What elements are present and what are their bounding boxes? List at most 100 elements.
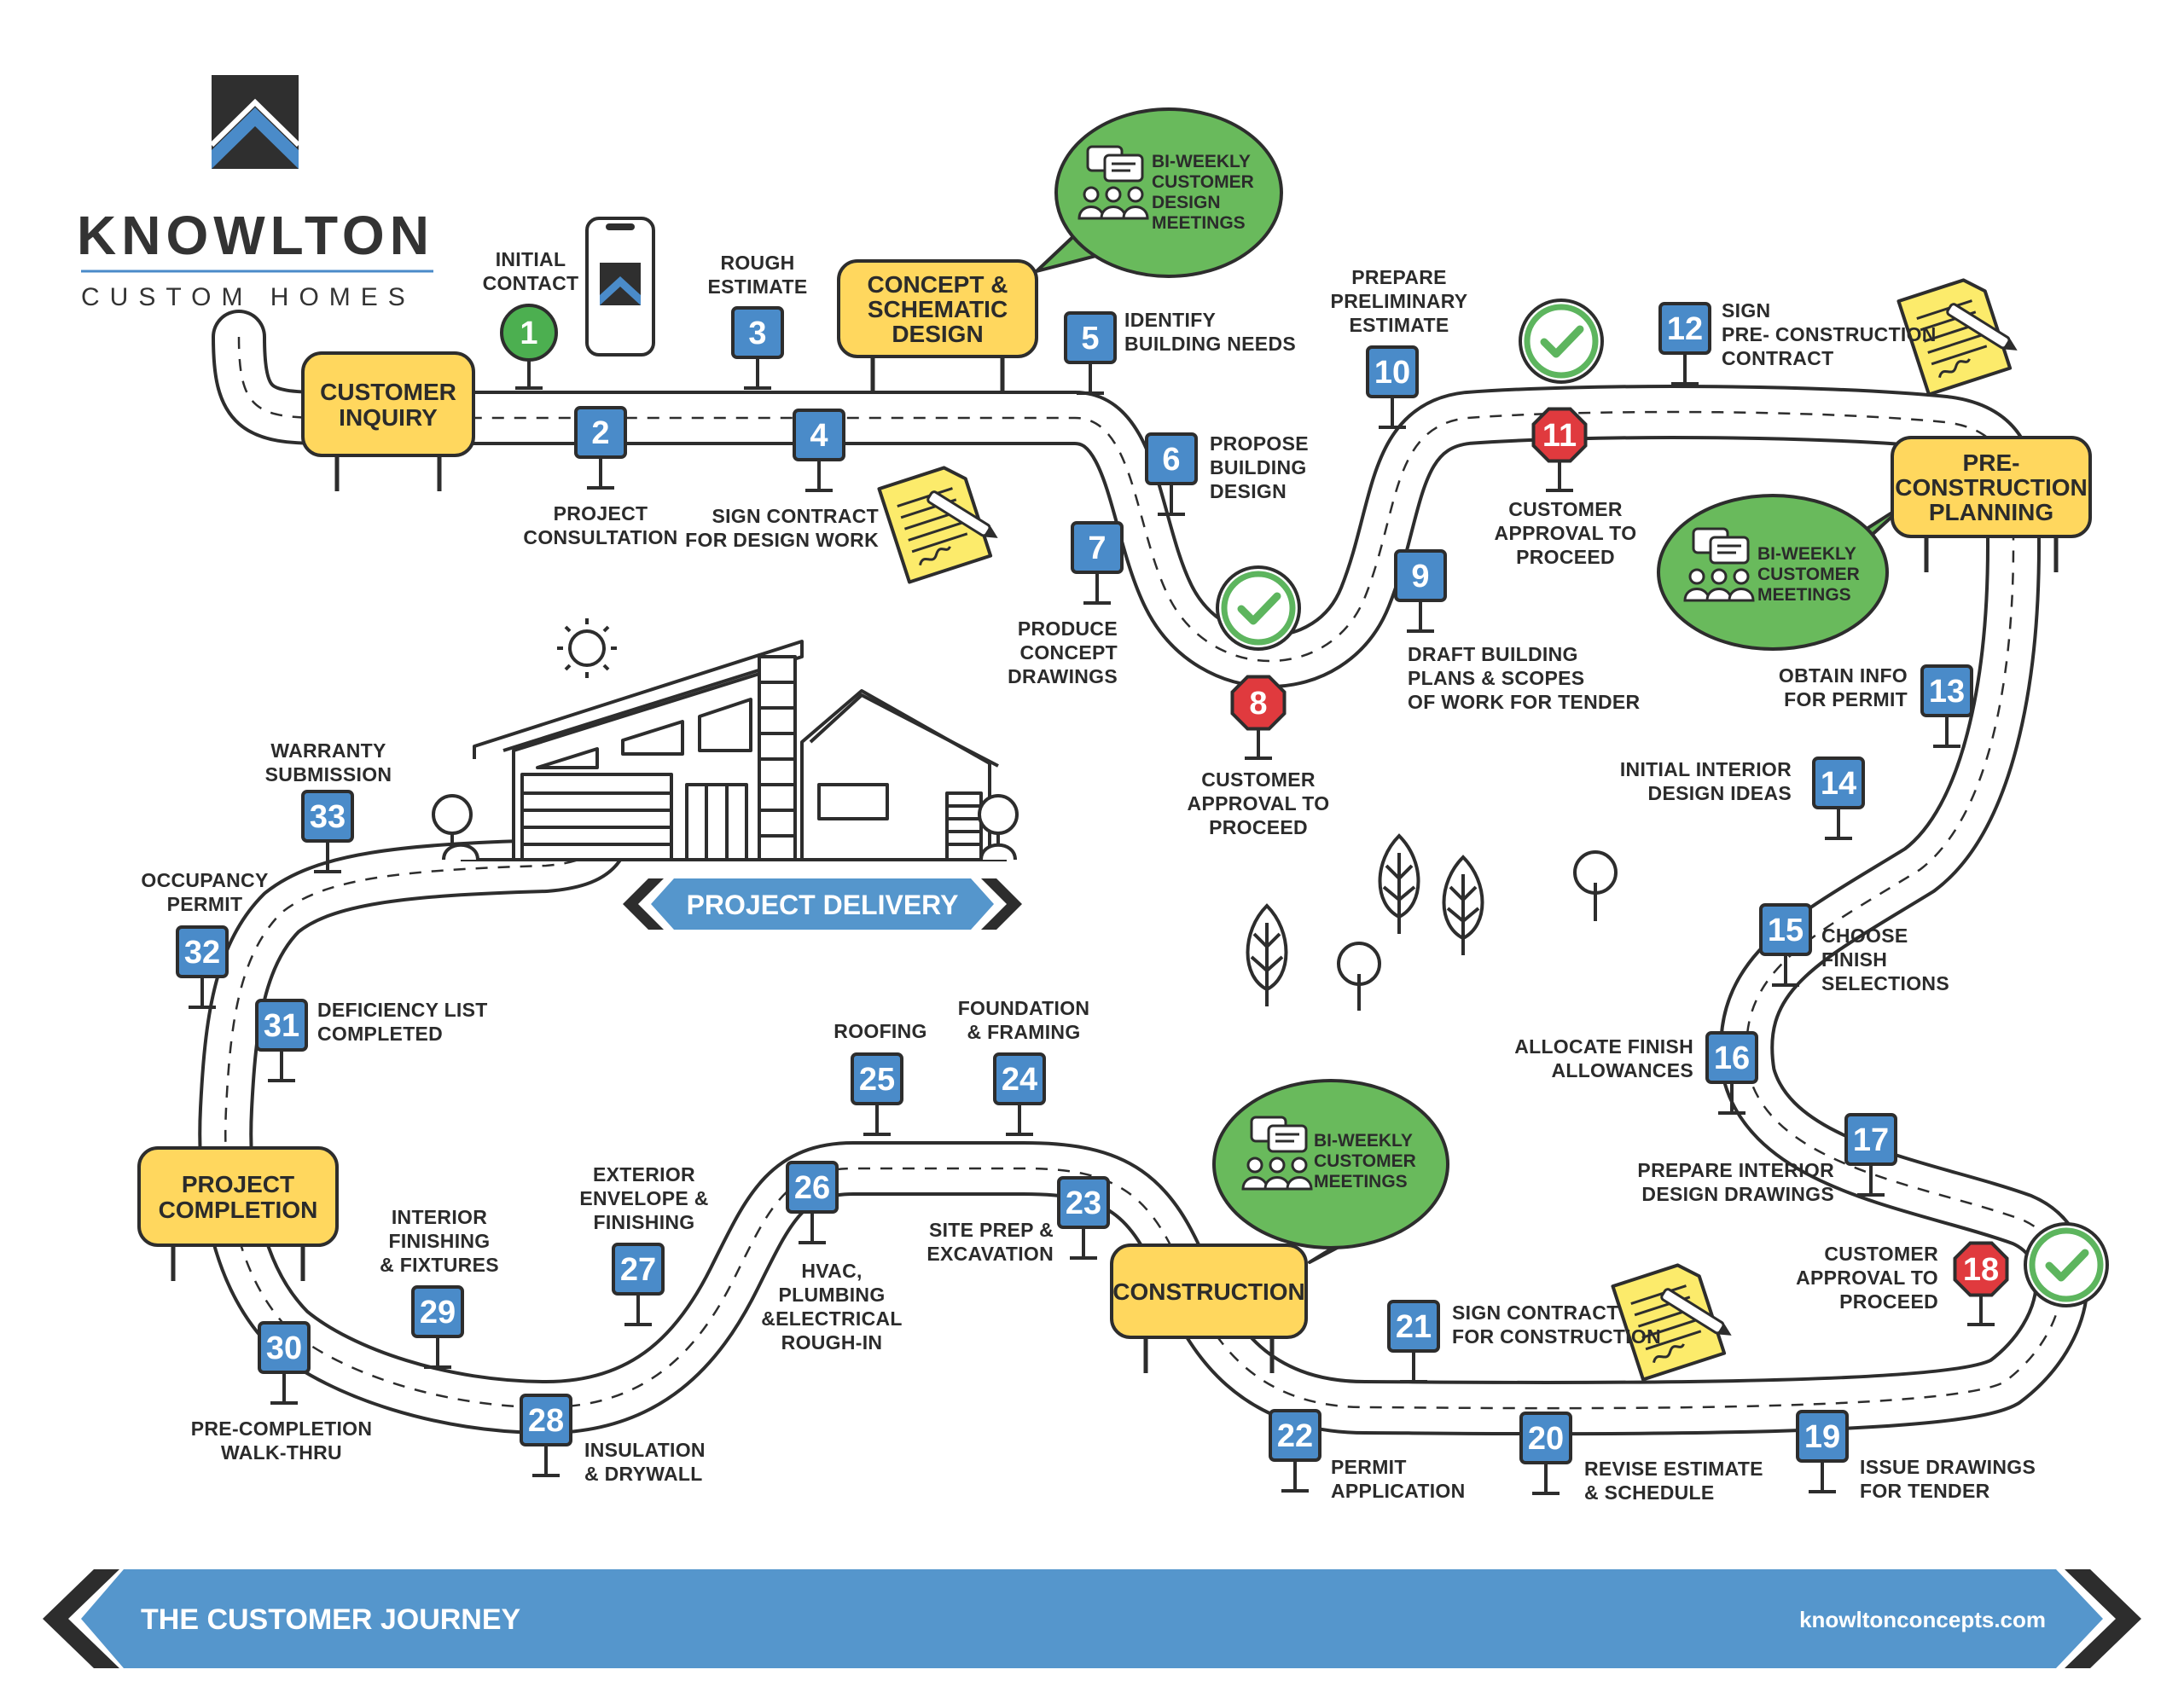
brand-name: KNOWLTON xyxy=(77,205,434,266)
step-number: 10 xyxy=(1374,355,1410,391)
house-wing-wall xyxy=(800,689,991,861)
step-number: 30 xyxy=(266,1330,302,1366)
house-window-2 xyxy=(621,720,684,756)
step-marker-square xyxy=(1071,521,1124,574)
step-label: INITIAL xyxy=(496,248,566,270)
delivery-left-chevron xyxy=(623,878,664,930)
documents xyxy=(877,278,2018,1382)
stage-label: DESIGN xyxy=(892,321,983,347)
step-label: CUSTOMER xyxy=(1824,1243,1938,1265)
step-label: PRODUCE xyxy=(1018,617,1118,640)
step-label: PROCEED xyxy=(1516,546,1615,568)
step-marker-square xyxy=(851,1052,903,1105)
step-number: 18 xyxy=(1963,1252,1999,1288)
step-label: ESTIMATE xyxy=(1350,314,1449,336)
bubble-label: MEETINGS xyxy=(1152,213,1246,233)
house-illustration xyxy=(432,618,1019,861)
step-marker-square xyxy=(1394,549,1447,602)
step-marker-square xyxy=(1269,1409,1321,1462)
stage-label: CONSTRUCTION xyxy=(1112,1278,1305,1305)
step-label: IDENTIFY xyxy=(1124,309,1216,331)
delivery-label: PROJECT DELIVERY xyxy=(687,890,959,920)
step-label: ROUGH xyxy=(720,252,794,274)
step-label: CUSTOMER xyxy=(1201,768,1316,791)
step-number: 29 xyxy=(420,1295,456,1330)
step-marker-square xyxy=(411,1285,464,1338)
step-label: BUILDING xyxy=(1210,456,1307,478)
step-marker-square xyxy=(1812,757,1865,809)
step-label: EXTERIOR xyxy=(593,1163,695,1186)
step-label: FINISH xyxy=(1821,948,1887,971)
step-label: OCCUPANCY xyxy=(141,869,268,891)
contract-document-icon xyxy=(1611,1263,1732,1382)
step-label: & SCHEDULE xyxy=(1584,1481,1715,1504)
step-marker-square xyxy=(1658,302,1711,355)
step-marker-square xyxy=(258,1321,311,1374)
stage-sign-board xyxy=(301,351,475,457)
stage-label: PRE- xyxy=(1963,449,2020,476)
step-number: 22 xyxy=(1277,1418,1313,1454)
step-number: 15 xyxy=(1768,913,1804,948)
step-label: DESIGN IDEAS xyxy=(1648,782,1792,804)
step-marker-square xyxy=(1796,1410,1849,1463)
step-label: INSULATION xyxy=(584,1439,706,1461)
step-label: DRAWINGS xyxy=(1008,665,1118,687)
step-label: APPROVAL TO xyxy=(1188,792,1330,815)
step-label: PERMIT xyxy=(1331,1456,1407,1478)
step-number: 16 xyxy=(1714,1041,1750,1076)
meeting-people-icon xyxy=(1241,1116,1313,1191)
stop-sign-marker xyxy=(1953,1241,2009,1297)
step-label: CONSULTATION xyxy=(523,526,677,548)
step-label: INITIAL INTERIOR xyxy=(1620,758,1792,780)
step-number: 9 xyxy=(1411,559,1429,594)
house-window-1 xyxy=(536,747,599,769)
round-tree-icon xyxy=(1573,850,1618,921)
pine-tree-icon xyxy=(1246,903,1288,1006)
step-number: 25 xyxy=(859,1062,895,1098)
step-marker-circle xyxy=(500,304,558,362)
step-label: PROCEED xyxy=(1839,1290,1938,1313)
step-label: SIGN CONTRACT xyxy=(712,505,879,527)
step-label: OF WORK FOR TENDER xyxy=(1408,691,1641,713)
stage-label: CONSTRUCTION xyxy=(1895,474,2088,501)
step-number: 3 xyxy=(748,316,766,351)
step-label: PRELIMINARY xyxy=(1331,290,1468,312)
step-number: 4 xyxy=(810,418,828,454)
step-label: ALLOCATE FINISH xyxy=(1514,1035,1693,1058)
sun-icon xyxy=(557,618,617,678)
meeting-bubbles: BI-WEEKLYCUSTOMERDESIGNMEETINGSBI-WEEKLY… xyxy=(1035,107,1908,1264)
step-number: 26 xyxy=(794,1170,830,1206)
approval-checks xyxy=(1216,299,2109,1307)
footer-title: THE CUSTOMER JOURNEY xyxy=(141,1603,521,1636)
step-label: BUILDING NEEDS xyxy=(1124,333,1296,355)
step-label: CHOOSE xyxy=(1821,925,1908,947)
brand-tagline: CUSTOM HOMES xyxy=(81,283,415,311)
step-label: PRE- CONSTRUCTION xyxy=(1722,323,1937,345)
step-label: & FRAMING xyxy=(967,1021,1080,1043)
footer-url[interactable]: knowltonconcepts.com xyxy=(1799,1607,2046,1632)
bubble-label: CUSTOMER xyxy=(1314,1151,1416,1171)
step-label: HVAC, xyxy=(801,1260,862,1282)
step-marker-square xyxy=(176,925,229,978)
forest-trees xyxy=(1246,833,1618,1011)
step-number: 24 xyxy=(1002,1062,1037,1098)
step-label: SELECTIONS xyxy=(1821,972,1949,994)
step-number: 13 xyxy=(1929,674,1965,710)
